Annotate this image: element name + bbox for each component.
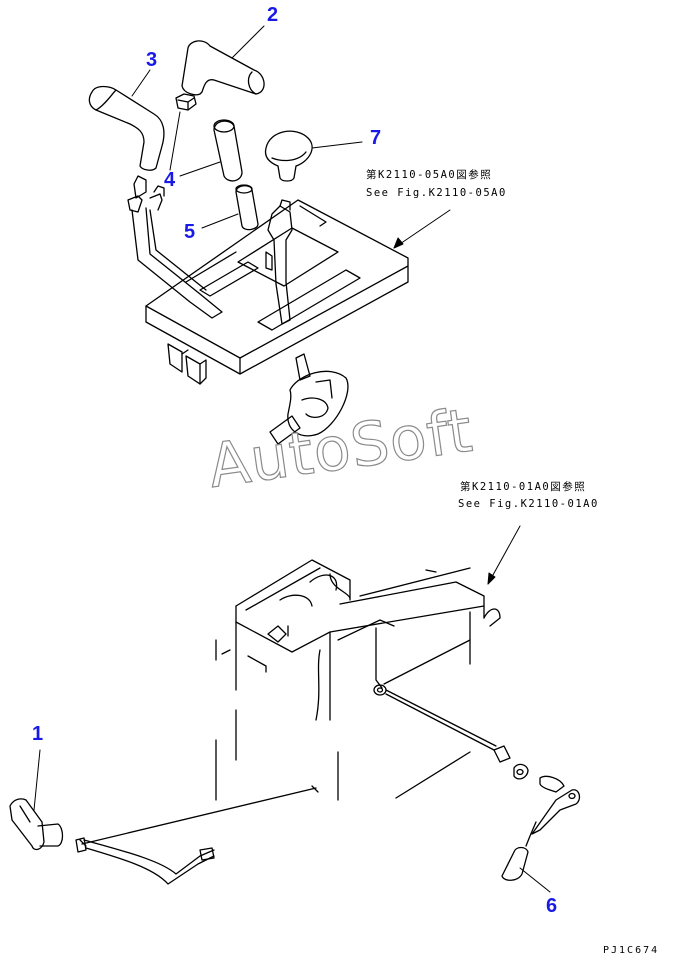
part-1-lever-knob — [10, 799, 63, 850]
callout-2: 2 — [267, 4, 279, 26]
upper-control-rods — [128, 176, 292, 324]
callout-1: 1 — [32, 723, 44, 745]
callout-7: 7 — [370, 127, 382, 149]
upper-reference-en: See Fig.K2110-05A0 — [366, 187, 507, 199]
leader-lines — [34, 26, 550, 892]
drawing-number: PJ1C674 — [603, 945, 660, 956]
callout-5: 5 — [184, 221, 196, 243]
lower-linkage — [76, 685, 579, 884]
part-7-knob — [266, 131, 313, 181]
part-5-sleeve — [236, 185, 258, 230]
part-4-nut — [176, 94, 196, 110]
part-2-lever-grip — [182, 41, 264, 95]
part-3-lever-grip — [89, 87, 164, 171]
upper-console-assembly — [146, 200, 408, 444]
callout-4: 4 — [164, 169, 176, 191]
upper-reference-jp: 第K2110-05A0図参照 — [366, 169, 493, 181]
lower-reference-jp: 第K2110-01A0図参照 — [460, 481, 587, 493]
callout-6: 6 — [546, 895, 558, 917]
lower-reference-en: See Fig.K2110-01A0 — [458, 498, 599, 510]
grip-cap — [214, 120, 242, 181]
callout-3: 3 — [146, 49, 158, 71]
lower-frame-assembly — [216, 560, 500, 800]
